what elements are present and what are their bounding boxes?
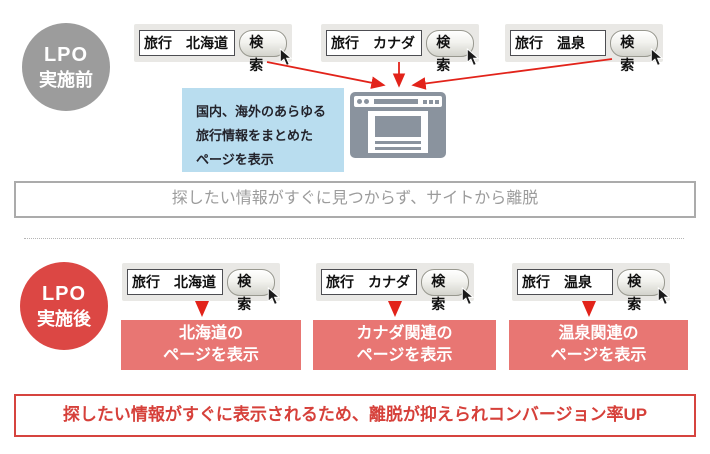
browser-page-content	[368, 111, 428, 156]
cursor-icon	[279, 47, 293, 66]
note-before-description: 国内、海外のあらゆる 旅行情報をまとめた ページを表示	[182, 88, 344, 172]
search-button-label: 検索	[249, 33, 264, 73]
search-button[interactable]: 検索	[610, 29, 664, 73]
page-text-line	[375, 147, 421, 150]
search-input[interactable]: 旅行 温泉	[517, 269, 614, 295]
note-line: 国内、海外のあらゆる	[196, 104, 327, 119]
page-box-line: 温泉関連の	[558, 325, 639, 342]
search-button-label: 検索	[436, 33, 451, 73]
search-box-after-onsen: 旅行 温泉 検索	[512, 263, 671, 312]
browser-dot-icon	[364, 99, 369, 104]
page-box-line: ページを表示	[356, 347, 453, 364]
page-box-line: ページを表示	[163, 347, 259, 364]
cursor-icon	[466, 47, 480, 66]
badge-line2: 実施後	[37, 308, 91, 329]
badge-line2: 実施前	[39, 69, 93, 90]
page-box-line: カナダ関連の	[356, 325, 453, 342]
browser-control-icon	[423, 99, 427, 104]
browser-address-bar	[374, 99, 418, 104]
cursor-icon	[461, 286, 475, 305]
browser-window-icon	[350, 92, 446, 158]
page-box-line: ページを表示	[550, 347, 647, 364]
search-box-before-hokkaido: 旅行 北海道 検索	[134, 24, 293, 73]
badge-line1: LPO	[41, 282, 87, 305]
search-box-before-onsen: 旅行 温泉 検索	[505, 24, 664, 73]
page-text-line	[375, 153, 421, 156]
page-text-line	[375, 141, 421, 144]
badge-lpo-before: LPO 実施前	[22, 23, 110, 111]
search-button[interactable]: 検索	[426, 29, 480, 73]
badge-line1: LPO	[43, 43, 89, 66]
browser-control-icon	[435, 99, 439, 104]
search-button[interactable]: 検索	[227, 268, 281, 312]
cursor-icon	[650, 47, 664, 66]
search-box-before-canada: 旅行 カナダ 検索	[321, 24, 480, 73]
cursor-icon	[657, 286, 671, 305]
search-button-label: 検索	[431, 272, 446, 312]
search-input[interactable]: 旅行 カナダ	[321, 269, 418, 295]
page-box-line: 北海道の	[178, 325, 243, 342]
section-divider	[24, 238, 684, 239]
search-button-label: 検索	[237, 272, 252, 312]
page-box-canada: カナダ関連の ページを表示	[313, 320, 496, 370]
cursor-icon	[267, 286, 281, 305]
page-image-placeholder	[375, 116, 421, 137]
search-input[interactable]: 旅行 北海道	[139, 30, 236, 56]
browser-control-icon	[429, 99, 433, 104]
page-box-onsen: 温泉関連の ページを表示	[509, 320, 688, 370]
result-banner-before: 探したい情報がすぐに見つからず、サイトから離脱	[14, 181, 696, 218]
search-input[interactable]: 旅行 カナダ	[326, 30, 423, 56]
search-button[interactable]: 検索	[421, 268, 475, 312]
browser-toolbar	[354, 96, 442, 107]
search-input[interactable]: 旅行 温泉	[510, 30, 607, 56]
search-button[interactable]: 検索	[239, 29, 293, 73]
search-input[interactable]: 旅行 北海道	[127, 269, 224, 295]
search-box-after-hokkaido: 旅行 北海道 検索	[122, 263, 281, 312]
browser-dot-icon	[357, 99, 362, 104]
note-line: 旅行情報をまとめた	[196, 128, 314, 143]
page-box-hokkaido: 北海道の ページを表示	[121, 320, 301, 370]
result-banner-after: 探したい情報がすぐに表示されるため、離脱が抑えられコンバージョン率UP	[14, 394, 696, 437]
search-button-label: 検索	[627, 272, 642, 312]
search-button[interactable]: 検索	[617, 268, 671, 312]
badge-lpo-after: LPO 実施後	[20, 262, 108, 350]
search-button-label: 検索	[620, 33, 635, 73]
note-line: ページを表示	[196, 152, 274, 167]
search-box-after-canada: 旅行 カナダ 検索	[316, 263, 475, 312]
